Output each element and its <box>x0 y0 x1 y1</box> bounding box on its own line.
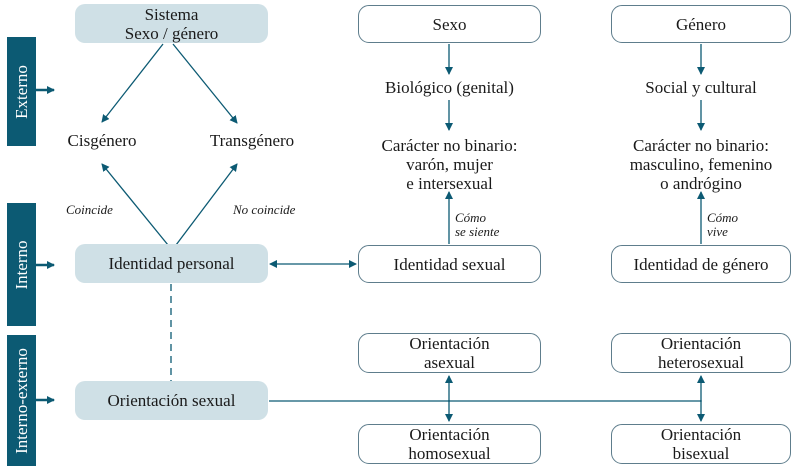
como-se-siente-label: Cómo se siente <box>455 211 499 239</box>
orientacion-heterosexual-box: Orientación heterosexual <box>611 333 791 373</box>
como-se-siente-line1: Cómo <box>455 210 487 225</box>
asexual-line2: asexual <box>424 353 475 372</box>
identidad-sexual-label: Identidad sexual <box>393 254 506 274</box>
no-coincide-arrow <box>175 163 238 246</box>
como-vive-line1: Cómo <box>707 210 739 225</box>
sexo-label: Sexo <box>432 14 467 34</box>
cisgenero-label: Cisgénero <box>67 131 137 150</box>
heterosexual-line2: heterosexual <box>658 353 744 372</box>
orientacion-bisexual-box: Orientación bisexual <box>611 424 791 464</box>
bisexual-line1: Orientación <box>660 425 742 444</box>
orientacion-sexual-box: Orientación sexual <box>75 381 268 420</box>
sistema-box: Sistema Sexo / género <box>75 4 268 43</box>
sistema-to-cisgenero-arrow <box>101 43 164 123</box>
identidad-genero-label: Identidad de género <box>633 254 769 274</box>
genero-caracter-line3: o andrógino <box>660 174 742 193</box>
no-coincide-label: No coincide <box>233 202 296 217</box>
interno-label: Interno <box>11 239 31 290</box>
identidad-personal-box: Identidad personal <box>75 244 268 283</box>
sexo-caracter-line1: Carácter no binario: <box>381 136 518 155</box>
externo-band: Externo <box>7 37 36 146</box>
como-vive-line2: vive <box>707 224 728 239</box>
como-se-siente-line2: se siente <box>455 224 500 239</box>
sistema-line2: Sexo / género <box>124 23 219 43</box>
identidad-personal-label: Identidad personal <box>108 254 235 273</box>
identidad-genero-box: Identidad de género <box>611 245 791 283</box>
heterosexual-line1: Orientación <box>660 334 742 353</box>
orientacion-homosexual-box: Orientación homosexual <box>358 424 541 464</box>
interno-externo-label: Interno-externo <box>11 347 31 454</box>
genero-caracter-line2: masculino, femenino <box>629 155 773 174</box>
sexo-caracter-line3: e intersexual <box>406 174 493 193</box>
orientacion-asexual-box: Orientación asexual <box>358 333 541 373</box>
transgenero-label: Transgénero <box>209 131 295 150</box>
coincide-label: Coincide <box>66 202 113 217</box>
genero-caracter-line1: Carácter no binario: <box>633 136 769 155</box>
biologico-label: Biológico (genital) <box>385 78 514 97</box>
interno-band: Interno <box>7 203 36 326</box>
identidad-sexual-box: Identidad sexual <box>358 245 541 283</box>
homosexual-line1: Orientación <box>409 425 490 444</box>
genero-label: Género <box>675 14 727 34</box>
asexual-line1: Orientación <box>409 334 490 353</box>
genero-caracter-text: Carácter no binario: masculino, femenino… <box>596 136 797 193</box>
coincide-arrow <box>101 163 169 246</box>
orientacion-sexual-label: Orientación sexual <box>107 391 236 410</box>
sistema-line1: Sistema <box>144 4 199 24</box>
homosexual-line2: homosexual <box>408 444 491 463</box>
genero-box: Género <box>611 5 791 43</box>
como-vive-label: Cómo vive <box>707 211 738 239</box>
sistema-to-transgenero-arrow <box>172 43 238 124</box>
sexo-caracter-text: Carácter no binario: varón, mujer e inte… <box>348 136 551 193</box>
interno-externo-band: Interno-externo <box>7 335 36 466</box>
social-cultural-label: Social y cultural <box>645 78 757 97</box>
sexo-caracter-line2: varón, mujer <box>406 155 493 174</box>
externo-label: Externo <box>11 64 31 119</box>
bisexual-line2: bisexual <box>672 444 730 463</box>
sexo-box: Sexo <box>358 5 541 43</box>
